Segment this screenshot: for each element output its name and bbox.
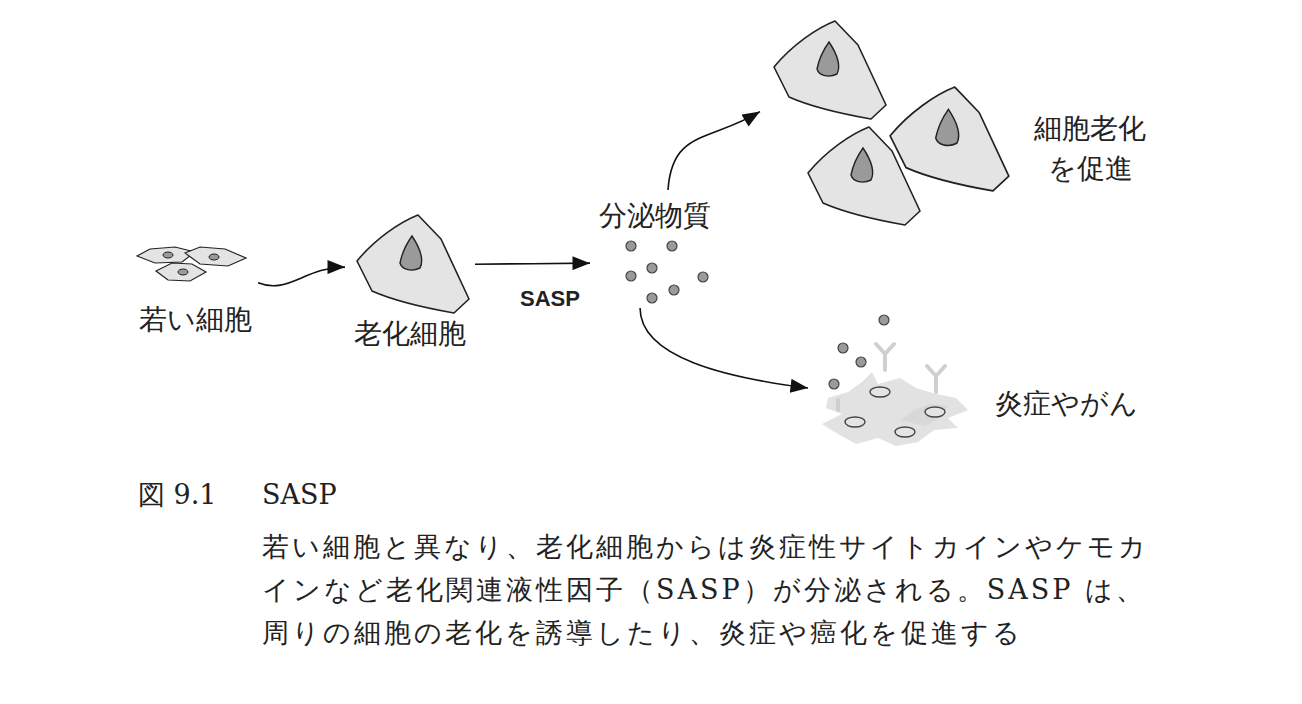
arrow-connector — [258, 267, 345, 286]
cell-label: 細胞老化を促進 — [1032, 109, 1148, 189]
figure-title: SASP — [262, 478, 337, 512]
cell-label: 若い細胞 — [139, 302, 252, 338]
cell-node: 細胞老化を促進 — [760, 15, 1160, 225]
cell-label: 分泌物質 — [599, 198, 711, 234]
cell-node: 分泌物質 — [590, 190, 720, 308]
arrow-connector — [475, 263, 590, 264]
senescent-cell — [357, 215, 469, 313]
cell-node: 若い細胞 — [132, 240, 258, 342]
arrow-connector — [668, 112, 760, 190]
secreted-dots — [626, 241, 708, 303]
cell-label: 炎症やがん — [995, 386, 1138, 422]
edge-label: SASP — [517, 286, 583, 312]
cell-label: 老化細胞 — [354, 316, 466, 352]
arrow-connector — [640, 308, 808, 388]
young-cells — [137, 247, 246, 281]
figure-number: 図 9.1 — [138, 478, 217, 512]
senescent-cells-group — [774, 21, 1009, 225]
figure-caption: 若い細胞と異なり、老化細胞からは炎症性サイトカインやケモカインなど老化関連液性因… — [262, 525, 1174, 654]
cell-node: 老化細胞 — [345, 212, 475, 357]
inflamed-cells — [822, 315, 968, 446]
cell-node: 炎症やがん — [808, 310, 1158, 450]
